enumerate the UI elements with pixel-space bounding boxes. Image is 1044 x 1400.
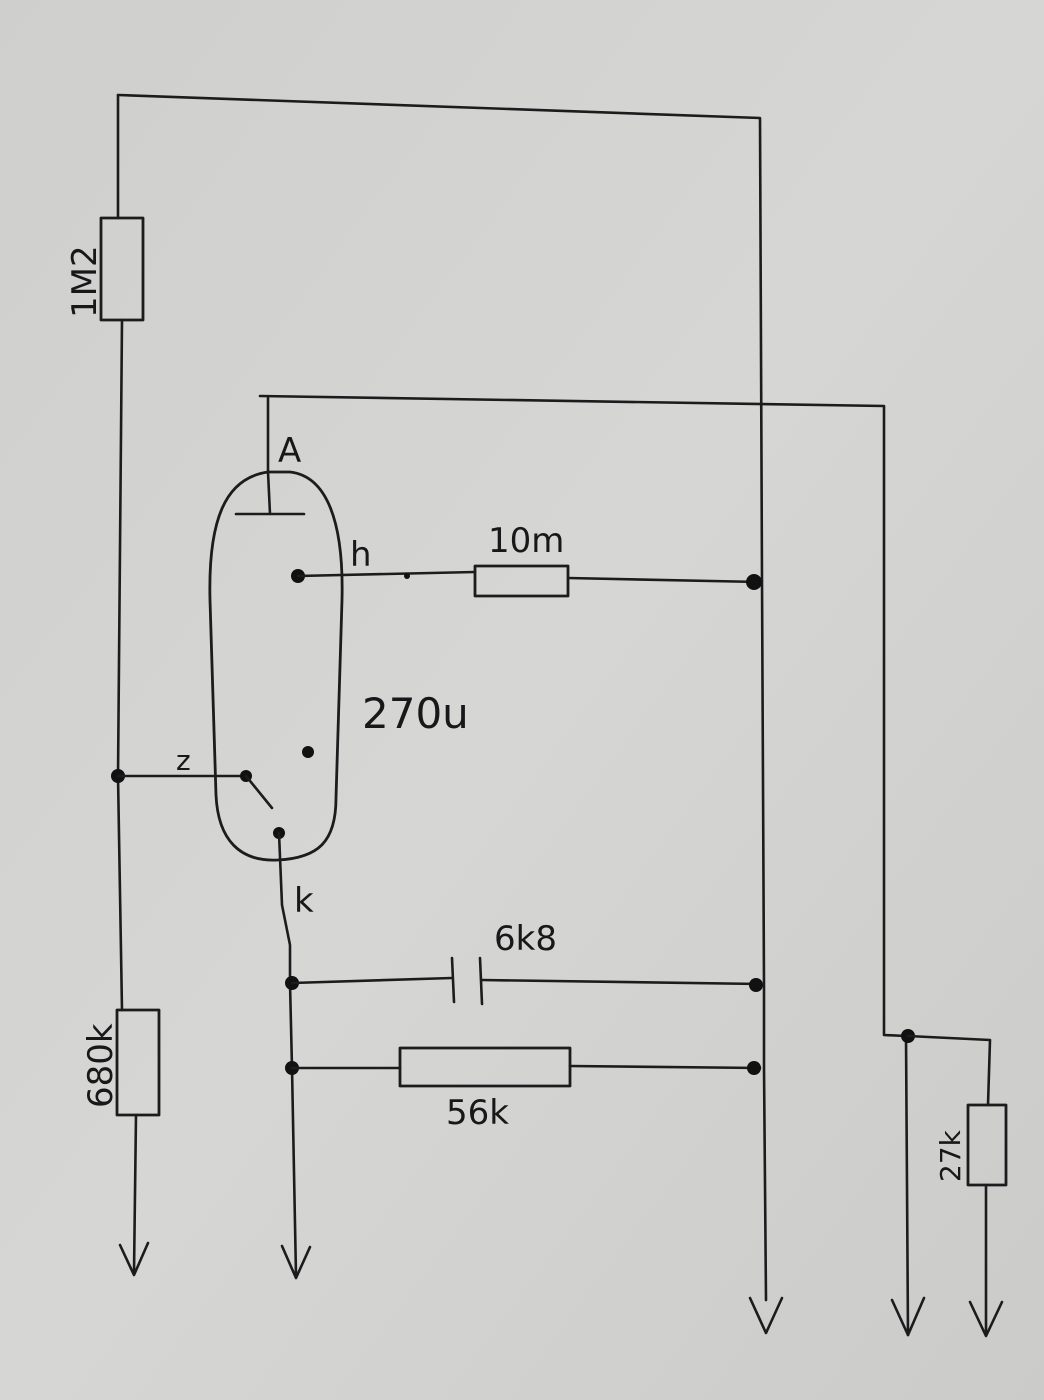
label-56k: 56k <box>446 1093 509 1133</box>
heater-wire-right <box>566 576 762 584</box>
capacitor-plate-left <box>450 956 456 1004</box>
label-270u: 270u <box>362 689 469 738</box>
label-pin-z: z <box>176 744 191 777</box>
label-6k8: 6k8 <box>494 919 557 959</box>
label-27k: 27k <box>934 1129 967 1182</box>
ground-arrow-right-1 <box>890 1296 926 1337</box>
label-pin-k: k <box>294 881 314 921</box>
junction-dot-heater <box>746 574 762 590</box>
anode-lead <box>266 396 272 516</box>
resistor-10m <box>473 564 570 598</box>
ground-arrow-left <box>118 1241 150 1277</box>
ground-arrow-right-2 <box>968 1300 1004 1338</box>
cathode-wire <box>277 831 298 1278</box>
junction-dot-res-right <box>747 1061 761 1075</box>
junction-dot-cap-right <box>749 978 763 992</box>
res27-wire <box>906 1034 992 1107</box>
left-wire-bottom <box>132 1113 138 1274</box>
resistor-680k <box>115 1008 161 1117</box>
heater-junction-dot <box>404 573 410 579</box>
label-680k: 680k <box>81 1023 121 1108</box>
cap-wire-left <box>290 976 454 985</box>
tube-envelope <box>208 470 344 862</box>
label-pin-h: h <box>350 535 372 575</box>
z-switch <box>244 774 274 810</box>
label-10m: 10m <box>488 521 564 561</box>
label-1m2: 1M2 <box>65 245 105 318</box>
label-pin-a: A <box>278 431 301 471</box>
res56-wire-right <box>568 1064 762 1070</box>
ground-arrow-main <box>748 1296 784 1335</box>
ground-arrow-cathode <box>280 1244 312 1280</box>
tube-internal-dot <box>302 746 314 758</box>
capacitor-plate-right <box>478 956 484 1006</box>
top-wire <box>116 93 768 1302</box>
heater-wire <box>296 570 477 578</box>
cap-wire-right <box>480 978 762 986</box>
anode-wire <box>258 394 910 1337</box>
